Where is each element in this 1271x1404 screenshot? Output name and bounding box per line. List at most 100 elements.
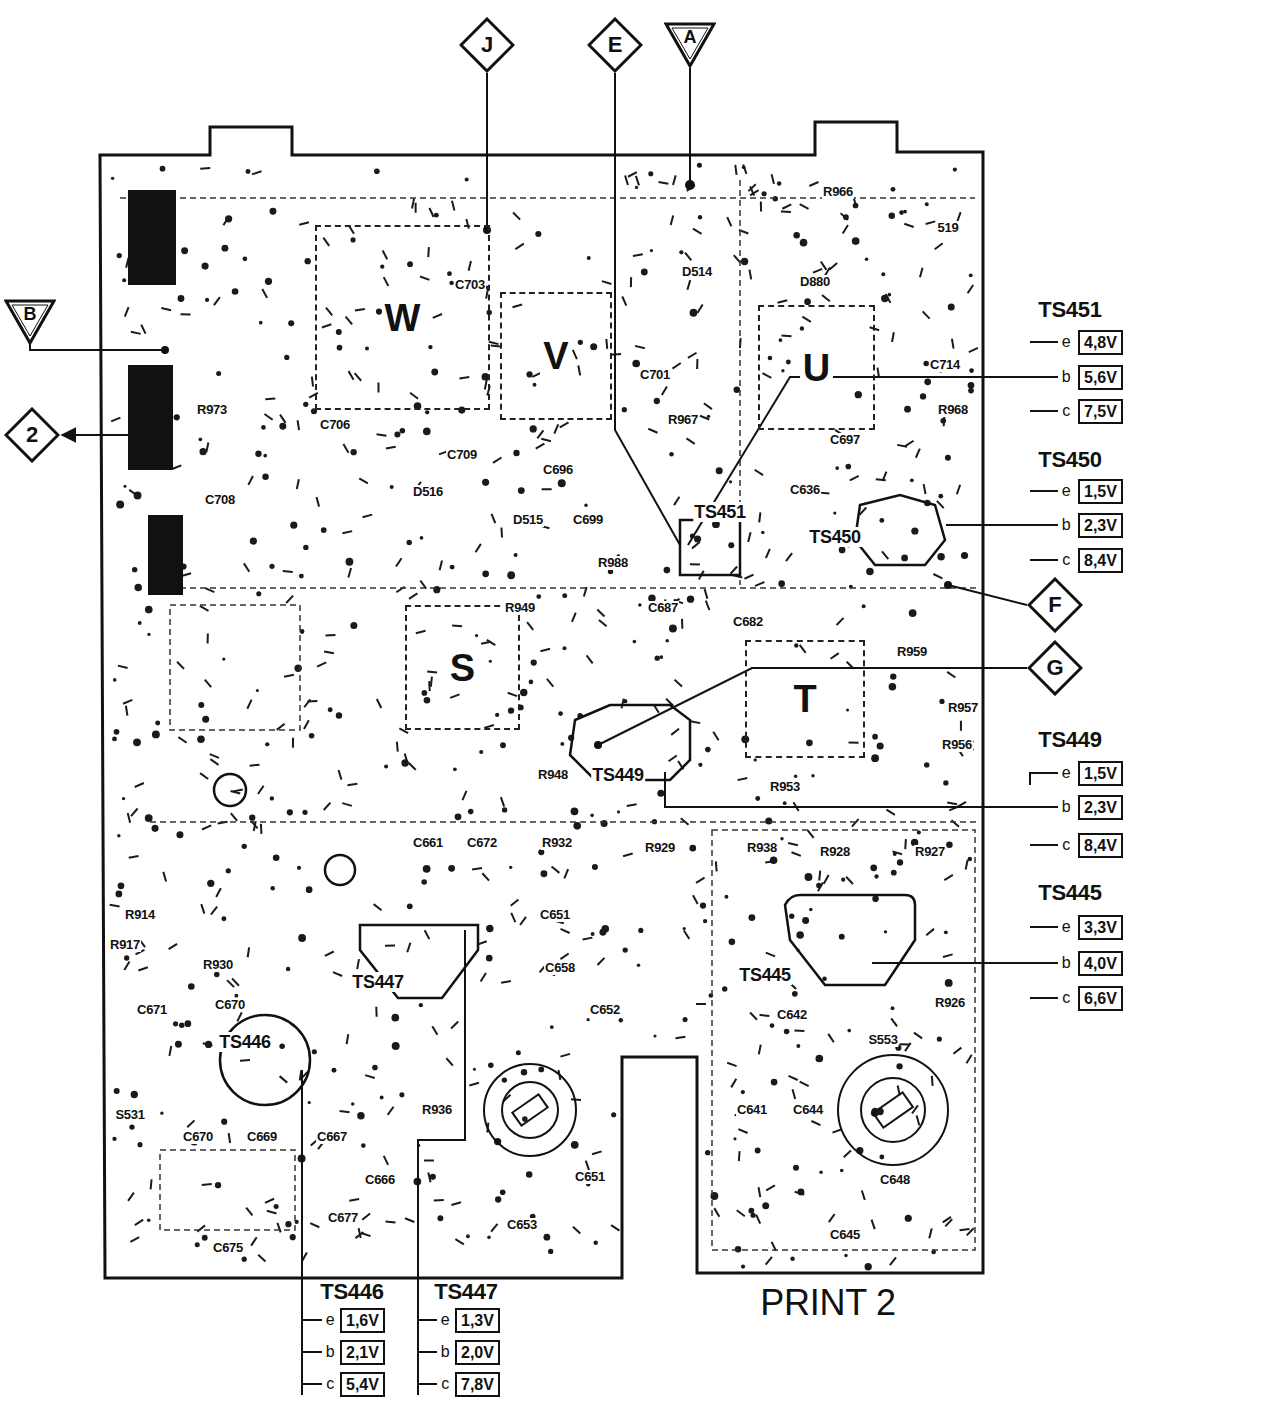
component-lead [892,851,902,854]
solder-dot [116,891,123,898]
diamond-outline [461,19,513,71]
component-lead [511,913,515,922]
component-label: C670 [214,998,246,1012]
component-lead [766,953,775,957]
component-lead [265,1199,274,1203]
component-lead [298,420,300,430]
solder-dot [152,730,160,738]
pin-letter: c [325,1375,335,1393]
component-lead [605,339,608,349]
solder-dot [114,1088,120,1094]
component-lead [541,439,551,442]
solder-dot [232,288,239,295]
solder-dot [653,1035,656,1038]
solder-dot [910,478,914,482]
solder-dot [423,865,431,873]
voltage-box: 4,8V [1078,330,1123,355]
solder-dot [226,868,231,873]
solder-dot [741,1090,745,1094]
solder-dot [879,1154,884,1159]
component-lead [759,1187,761,1197]
component-label: C677 [327,1211,359,1225]
component-lead [515,244,523,249]
solder-dot [777,181,782,186]
component-label: C687 [647,601,679,615]
component-lead [759,1015,769,1016]
component-lead [487,640,496,645]
solder-dot [531,659,537,665]
solder-dot [509,866,512,869]
component-lead [572,613,576,622]
solder-dot [794,774,797,777]
solder-dot [286,967,290,971]
solder-dot [560,742,564,746]
solder-dot [683,1017,688,1022]
component-lead [573,1227,580,1234]
component-lead [141,325,145,334]
solder-dot [889,213,895,219]
voltage-value: 1,5V [1084,765,1117,782]
component-label: D516 [412,485,444,499]
solder-dot [234,994,238,998]
section-line [150,821,978,823]
component-label: R927 [914,845,946,859]
voltage-value: 2,0V [461,1344,494,1361]
solder-dot [953,167,957,171]
leader-line [30,344,165,350]
component-lead [405,754,408,764]
component-lead [583,938,593,940]
component-lead [730,567,737,574]
component-lead [410,393,418,399]
solder-dot [945,455,951,461]
solder-dot [424,697,431,704]
component-label: C642 [776,1008,808,1022]
component-lead [960,721,962,731]
component-lead [822,295,830,301]
leader-line [688,377,1058,545]
circuit-section-box: V [500,292,612,420]
solder-dot [265,742,269,746]
component-lead [377,699,381,708]
solder-dot [748,1208,754,1214]
solder-dot [297,866,301,870]
solder-dot [839,935,843,939]
solder-dot [407,261,413,267]
solder-dot [852,237,860,245]
solder-dot [590,814,594,818]
component-lead [933,574,942,578]
component-lead [210,754,219,758]
component-label: R948 [537,768,569,782]
solder-dot [943,780,948,785]
component-lead [135,1220,143,1225]
leader-line [301,1070,303,1395]
solder-dot [865,1263,872,1270]
solder-dot [538,849,544,855]
component-lead [916,449,920,458]
pin-letter: c [1061,836,1071,854]
component-lead [203,1043,213,1045]
solder-dot [632,360,640,368]
solder-dot [290,522,297,529]
component-lead [396,558,402,566]
junction-dot [594,741,602,749]
component-lead [310,1223,319,1227]
component-lead [877,368,879,378]
component-lead [818,882,823,891]
component-lead [124,961,129,970]
trimmer-potentiometer [873,1092,913,1127]
component-lead [485,380,487,390]
component-lead [923,311,930,318]
solder-dot [274,1204,279,1209]
component-lead [766,1257,772,1265]
voltage-box: 1,6V [340,1308,385,1333]
component-lead [560,422,569,427]
component-lead [484,725,494,728]
voltage-box: 4,0V [1078,951,1123,976]
component-lead [622,699,624,709]
solder-dot [664,567,671,574]
solder-dot [526,1171,533,1178]
component-lead [412,199,414,209]
component-label: R973 [196,403,228,417]
leader-line [302,1320,322,1384]
solder-dot [679,250,683,254]
